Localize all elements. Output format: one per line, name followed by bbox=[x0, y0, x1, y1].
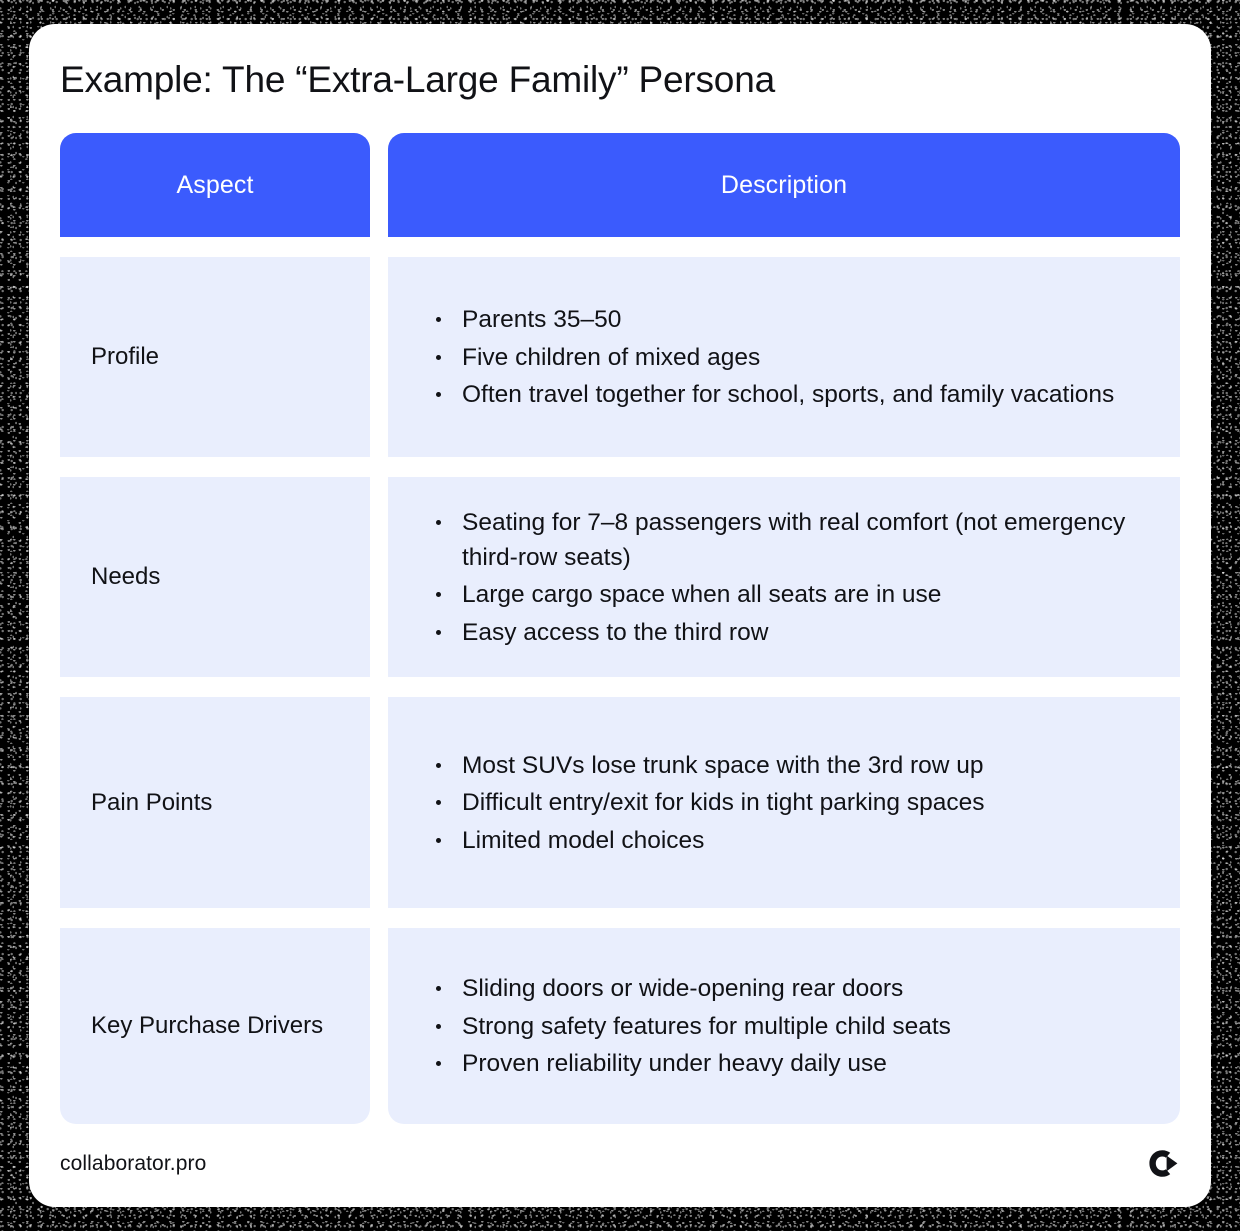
row-description-cell: Sliding doors or wide-opening rear doors… bbox=[388, 928, 1180, 1125]
persona-table: Aspect Description Profile Parents 35–50… bbox=[60, 133, 1180, 1125]
table-row: Key Purchase Drivers Sliding doors or wi… bbox=[60, 928, 1180, 1125]
header-cell-description: Description bbox=[388, 133, 1180, 238]
table-row: Profile Parents 35–50 Five children of m… bbox=[60, 257, 1180, 458]
aspect-label: Pain Points bbox=[60, 697, 370, 909]
list-item: Large cargo space when all seats are in … bbox=[432, 577, 1152, 612]
description-content: Most SUVs lose trunk space with the 3rd … bbox=[388, 697, 1180, 909]
list-item: Easy access to the third row bbox=[432, 615, 1152, 650]
row-description-cell: Seating for 7–8 passengers with real com… bbox=[388, 477, 1180, 678]
description-content: Sliding doors or wide-opening rear doors… bbox=[388, 928, 1180, 1125]
bullet-list: Seating for 7–8 passengers with real com… bbox=[432, 505, 1152, 650]
list-item: Sliding doors or wide-opening rear doors bbox=[432, 971, 1152, 1006]
list-item: Most SUVs lose trunk space with the 3rd … bbox=[432, 748, 1152, 783]
list-item: Parents 35–50 bbox=[432, 302, 1152, 337]
content-card: Example: The “Extra-Large Family” Person… bbox=[29, 24, 1211, 1207]
table-header-row: Aspect Description bbox=[60, 133, 1180, 238]
list-item: Seating for 7–8 passengers with real com… bbox=[432, 505, 1152, 576]
header-col-aspect: Aspect bbox=[60, 133, 370, 238]
header-col-description: Description bbox=[388, 133, 1180, 238]
row-aspect-cell: Profile bbox=[60, 257, 370, 458]
aspect-label: Key Purchase Drivers bbox=[60, 928, 370, 1125]
list-item: Proven reliability under heavy daily use bbox=[432, 1046, 1152, 1081]
table-row: Needs Seating for 7–8 passengers with re… bbox=[60, 477, 1180, 678]
row-description-cell: Most SUVs lose trunk space with the 3rd … bbox=[388, 697, 1180, 909]
row-aspect-cell: Key Purchase Drivers bbox=[60, 928, 370, 1125]
description-content: Seating for 7–8 passengers with real com… bbox=[388, 477, 1180, 678]
bullet-list: Sliding doors or wide-opening rear doors… bbox=[432, 971, 1152, 1081]
header-cell-aspect: Aspect bbox=[60, 133, 370, 238]
list-item: Limited model choices bbox=[432, 823, 1152, 858]
row-description-cell: Parents 35–50 Five children of mixed age… bbox=[388, 257, 1180, 458]
card-footer: collaborator.pro bbox=[60, 1147, 1180, 1181]
list-item: Strong safety features for multiple chil… bbox=[432, 1009, 1152, 1044]
page-title: Example: The “Extra-Large Family” Person… bbox=[60, 59, 775, 100]
bullet-list: Most SUVs lose trunk space with the 3rd … bbox=[432, 748, 1152, 858]
bullet-list: Parents 35–50 Five children of mixed age… bbox=[432, 302, 1152, 412]
list-item: Often travel together for school, sports… bbox=[432, 377, 1152, 412]
description-content: Parents 35–50 Five children of mixed age… bbox=[388, 257, 1180, 458]
table-row: Pain Points Most SUVs lose trunk space w… bbox=[60, 697, 1180, 909]
list-item: Difficult entry/exit for kids in tight p… bbox=[432, 785, 1152, 820]
site-url: collaborator.pro bbox=[60, 1152, 207, 1175]
aspect-label: Needs bbox=[60, 477, 370, 678]
list-item: Five children of mixed ages bbox=[432, 340, 1152, 375]
aspect-label: Profile bbox=[60, 257, 370, 458]
row-aspect-cell: Needs bbox=[60, 477, 370, 678]
collaborator-logo-icon bbox=[1149, 1150, 1178, 1177]
row-aspect-cell: Pain Points bbox=[60, 697, 370, 909]
